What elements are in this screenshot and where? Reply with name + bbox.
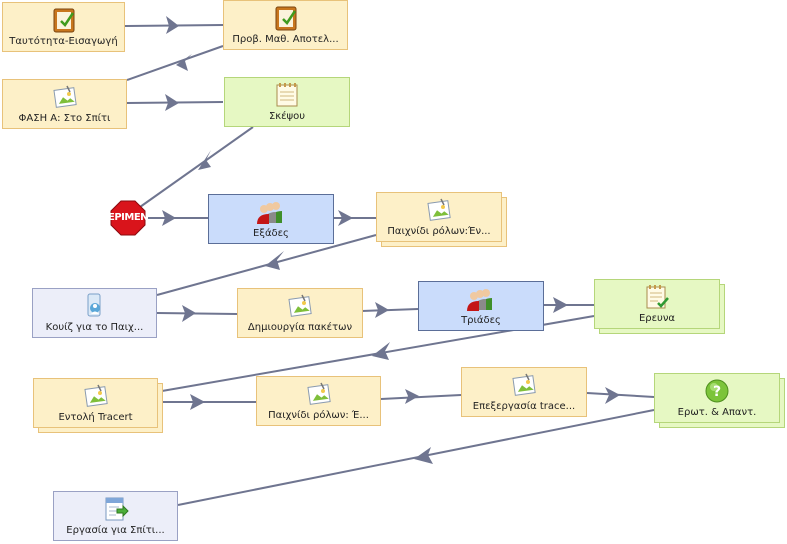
- node-label: Προβ. Μαθ. Αποτελ...: [232, 34, 339, 45]
- node-label: Εντολή Tracert: [58, 412, 133, 423]
- image-icon: [288, 294, 312, 317]
- activity-node-homework[interactable]: Εργασία για Σπίτι...: [53, 491, 178, 541]
- help-icon: ?: [705, 379, 729, 403]
- notepad-icon: [53, 8, 74, 33]
- node-label: Παιχνίδι ρόλων: Έ...: [268, 410, 369, 421]
- node-label: Σκέψου: [268, 111, 306, 122]
- activity-node-groups-of-three[interactable]: Τριάδες: [418, 281, 544, 331]
- notebook-icon: [276, 83, 298, 107]
- activity-node-questions-answers[interactable]: ? Ερωτ. & Απαντ.: [654, 373, 780, 423]
- group-icon: [467, 289, 492, 311]
- image-icon: [427, 198, 451, 221]
- activity-node-problem-learning-outcomes[interactable]: Προβ. Μαθ. Αποτελ...: [223, 0, 348, 50]
- activity-node-phase-a-home[interactable]: ΦΑΣΗ Α: Στο Σπίτι: [2, 79, 127, 129]
- image-icon: [306, 382, 331, 405]
- node-label: Κουίζ για το Παιχ...: [45, 322, 144, 333]
- stop-gate-label: ΕΡΙΜΕΝ: [108, 212, 149, 223]
- image-icon: [52, 85, 77, 108]
- svg-text:?: ?: [713, 384, 721, 400]
- notepad-icon: [275, 6, 296, 31]
- checklist-icon: [646, 285, 669, 309]
- assignment-icon: [105, 497, 129, 521]
- activity-node-quiz[interactable]: Κουίζ για το Παιχ...: [32, 288, 157, 338]
- activity-node-role-play-2[interactable]: Παιχνίδι ρόλων: Έ...: [256, 376, 381, 426]
- stop-sign-icon: [110, 200, 146, 236]
- node-label: ΦΑΣΗ Α: Στο Σπίτι: [18, 113, 111, 124]
- group-icon: [257, 202, 282, 224]
- image-icon: [83, 384, 108, 407]
- activity-node-research[interactable]: Ερευνα: [594, 279, 720, 329]
- node-label: Επεξεργασία trace...: [472, 401, 576, 412]
- node-label: Εξάδες: [253, 228, 289, 239]
- activity-node-trace-processing[interactable]: Επεξεργασία trace...: [461, 367, 587, 417]
- activity-node-identity-intro[interactable]: Ταυτότητα-Εισαγωγή: [2, 2, 125, 52]
- node-label: Παιχνίδι ρόλων:Έν...: [387, 226, 491, 237]
- activity-node-think[interactable]: Σκέψου: [224, 77, 350, 127]
- node-label: Ερευνα: [638, 313, 676, 324]
- activity-node-groups-of-six[interactable]: Εξάδες: [208, 194, 334, 244]
- quiz-icon: [87, 293, 100, 317]
- image-icon: [512, 373, 536, 396]
- node-label: Ταυτότητα-Εισαγωγή: [9, 36, 118, 47]
- node-label: Εργασία για Σπίτι...: [66, 525, 165, 536]
- stop-gate[interactable]: ΕΡΙΜΕΝ: [108, 200, 149, 236]
- node-label: Τριάδες: [461, 315, 501, 326]
- activity-node-tracert-command[interactable]: Εντολή Tracert: [33, 378, 158, 428]
- activity-node-role-play-1[interactable]: Παιχνίδι ρόλων:Έν...: [376, 192, 502, 242]
- node-label: Δημιουργία πακέτων: [247, 322, 353, 333]
- node-label: Ερωτ. & Απαντ.: [677, 407, 757, 418]
- activity-node-packet-creation[interactable]: Δημιουργία πακέτων: [237, 288, 363, 338]
